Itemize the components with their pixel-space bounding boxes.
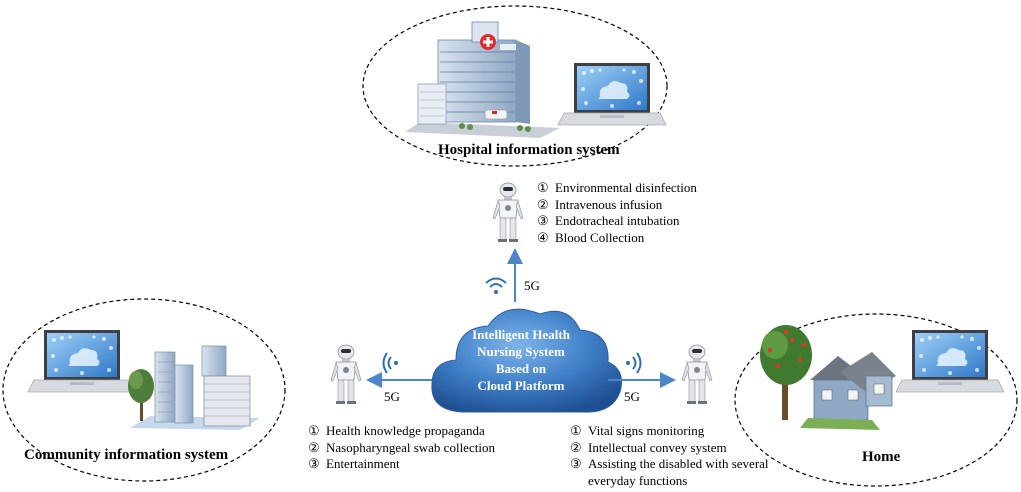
list-item: everyday functions bbox=[588, 472, 688, 488]
wifi-icon-up bbox=[485, 277, 507, 294]
hospital-laptop-icon bbox=[557, 62, 667, 126]
hospital-robot-icon bbox=[492, 182, 524, 243]
home-laptop-icon bbox=[895, 329, 1005, 393]
hospital-title: Hospital information system bbox=[438, 142, 620, 158]
wifi-icon-left bbox=[382, 352, 398, 374]
wifi-icon-right bbox=[626, 352, 642, 374]
community-ellipse bbox=[2, 298, 286, 482]
cloud-platform-icon bbox=[431, 308, 622, 413]
hospital-ellipse bbox=[362, 5, 668, 167]
community-laptop-icon bbox=[27, 329, 137, 393]
cloud-platform-label: Intelligent Health Nursing System Based … bbox=[472, 327, 570, 393]
link-label-left: 5G bbox=[384, 389, 400, 404]
community-robot-icon bbox=[330, 344, 362, 405]
home-ellipse bbox=[734, 313, 1018, 487]
link-label-up: 5G bbox=[524, 278, 540, 293]
community-title: Community information system bbox=[24, 447, 229, 463]
home-robot-icon bbox=[681, 344, 713, 405]
link-label-right: 5G bbox=[624, 389, 640, 404]
home-title: Home bbox=[862, 449, 901, 465]
home-house-icon bbox=[760, 325, 896, 430]
community-buildings-icon bbox=[128, 345, 260, 430]
hospital-building-icon bbox=[405, 21, 560, 138]
